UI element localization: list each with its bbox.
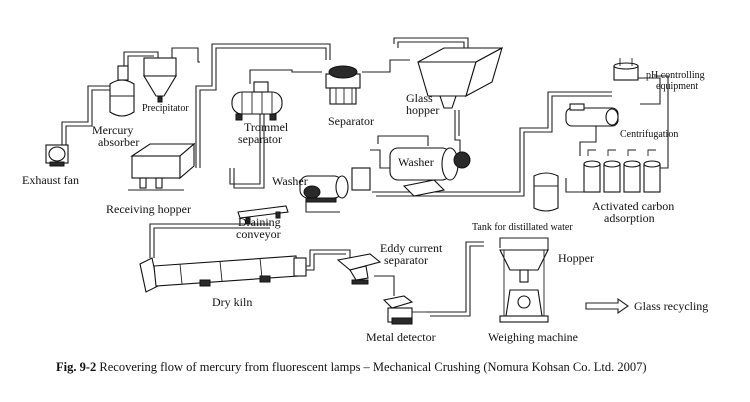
label-tank-distilled: Tank for distillated water [472, 222, 573, 233]
label-receiving-hopper: Receiving hopper [106, 202, 191, 216]
label-exhaust-fan: Exhaust fan [22, 173, 79, 187]
activated-carbon-icon [583, 149, 661, 193]
label-washer-left: Washer [272, 174, 308, 188]
label-draining-2: conveyor [236, 227, 281, 241]
figure-caption: Fig. 9-2 Recovering flow of mercury from… [56, 360, 647, 374]
caption-text: Recovering flow of mercury from fluoresc… [96, 360, 646, 374]
label-mercury-absorber-1: Mercury [92, 123, 133, 137]
label-activated-carbon-2: adsorption [604, 211, 655, 225]
precipitator-icon [143, 57, 177, 103]
label-weighing-machine: Weighing machine [488, 330, 578, 344]
label-dry-kiln: Dry kiln [212, 295, 252, 309]
label-ph-2: equipment [656, 81, 698, 92]
label-glass-recycling: Glass recycling [634, 299, 708, 313]
label-glass-hopper-2: hopper [406, 103, 439, 117]
draining-conveyor-icon [237, 205, 289, 225]
label-mercury-absorber-2: absorber [98, 135, 139, 149]
hopper-icon [499, 249, 549, 320]
label-hopper: Hopper [558, 251, 594, 265]
caption-prefix: Fig. 9-2 [56, 360, 96, 374]
label-washer-right: Washer [398, 155, 434, 169]
pipe-network [61, 37, 669, 317]
label-activated-carbon-1: Activated carbon [592, 199, 674, 213]
label-glass-hopper-1: Glass [406, 91, 433, 105]
receiving-hopper-icon [128, 142, 196, 191]
weighing-machine-icon [499, 289, 549, 323]
glass-hopper-icon [417, 46, 503, 109]
distilled-water-tank-icon [533, 172, 559, 212]
trommel-separator-icon [231, 81, 283, 121]
separator-icon [325, 65, 361, 105]
label-metal-detector: Metal detector [366, 330, 436, 344]
label-ph-1: pH controlling [646, 70, 705, 81]
mercury-absorber-icon [109, 65, 135, 117]
glass-recycling-legend [585, 297, 629, 315]
label-eddy-1: Eddy current [380, 241, 443, 255]
exhaust-fan-icon [45, 144, 69, 167]
metal-detector-icon [382, 295, 426, 325]
label-trommel-2: separator [238, 132, 282, 146]
ph-equipment-icon [613, 58, 639, 81]
label-centrifugation: Centrifugation [620, 129, 678, 140]
label-trommel-1: Trommel [244, 120, 289, 134]
dry-kiln-icon [139, 255, 307, 293]
label-eddy-2: separator [384, 253, 428, 267]
label-separator: Separator [328, 114, 374, 128]
washer-right-icon [389, 147, 471, 197]
label-precipitator: Precipitator [142, 103, 189, 114]
eddy-current-separator-icon [336, 253, 382, 285]
label-draining-1: Draining [238, 215, 281, 229]
centrifuge-icon [565, 103, 619, 127]
washer-left-icon [299, 167, 371, 203]
